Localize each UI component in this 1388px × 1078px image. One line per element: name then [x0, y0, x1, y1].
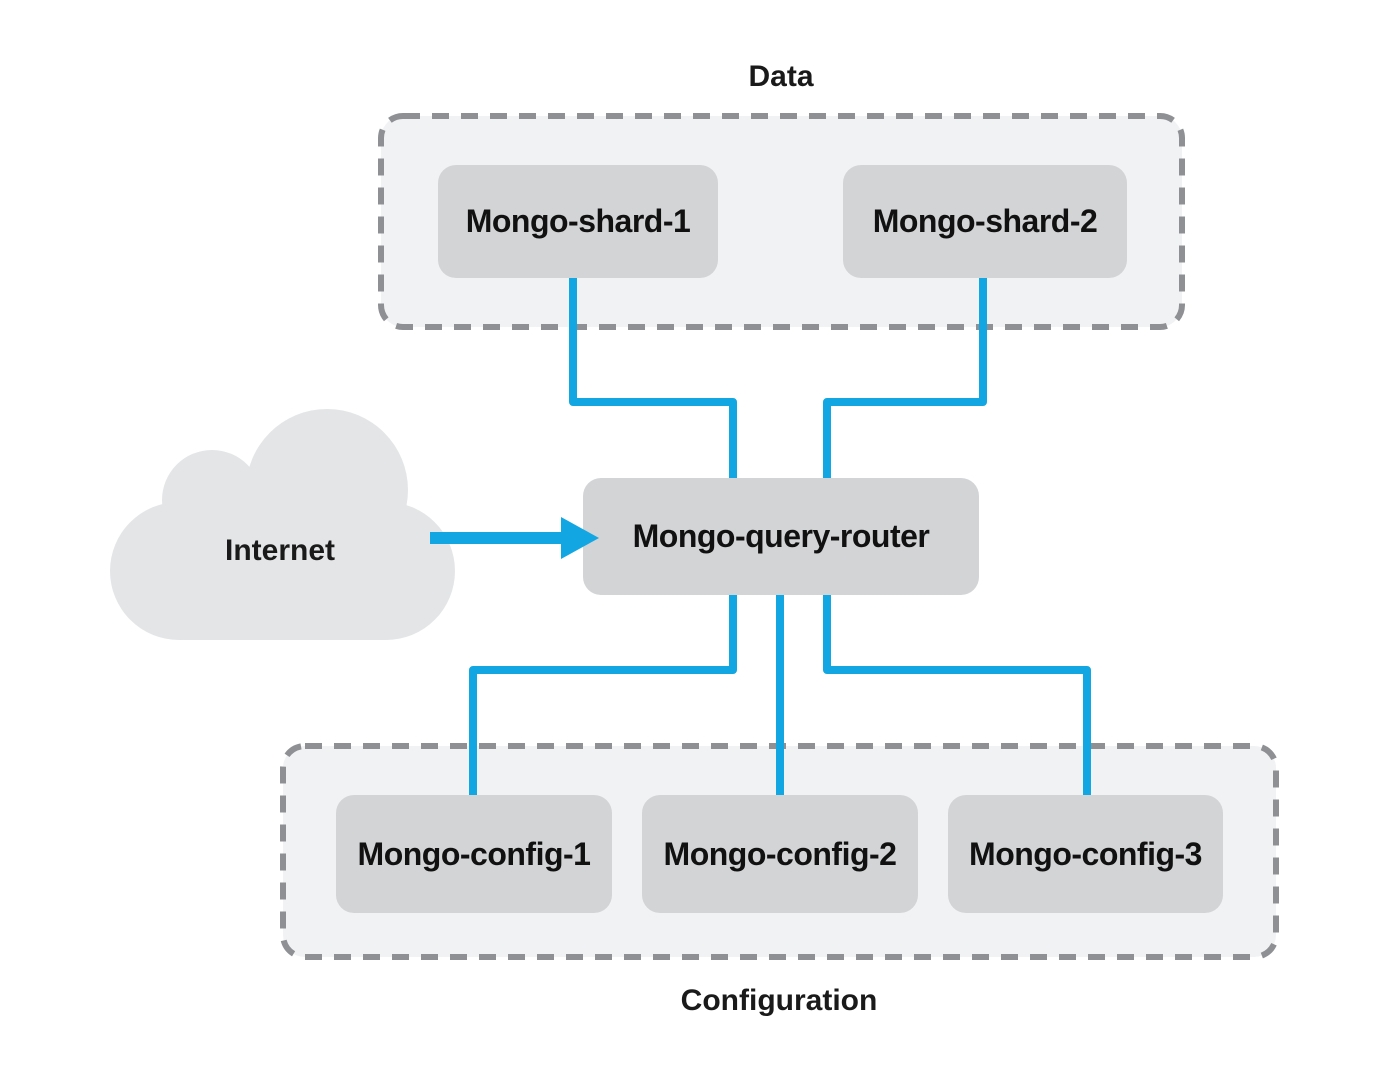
node-mongo-config-1: Mongo-config-1: [336, 795, 612, 913]
edge-shard1-to-router: [569, 272, 737, 484]
node-mongo-query-router: Mongo-query-router: [583, 478, 979, 595]
group-label-data: Data: [748, 60, 814, 93]
node-mongo-config-3: Mongo-config-3: [948, 795, 1223, 913]
edge-shard2-to-router: [823, 272, 987, 484]
group-label-configuration: Configuration: [680, 984, 878, 1017]
node-mongo-shard-1: Mongo-shard-1: [438, 165, 718, 278]
node-mongo-shard-2: Mongo-shard-2: [843, 165, 1127, 278]
edge-router-to-config1: [469, 590, 737, 800]
cloud-label-internet: Internet: [224, 534, 335, 567]
node-mongo-config-2: Mongo-config-2: [642, 795, 918, 913]
edge-router-to-config3: [823, 590, 1091, 800]
internet-cloud-icon: [110, 409, 455, 640]
